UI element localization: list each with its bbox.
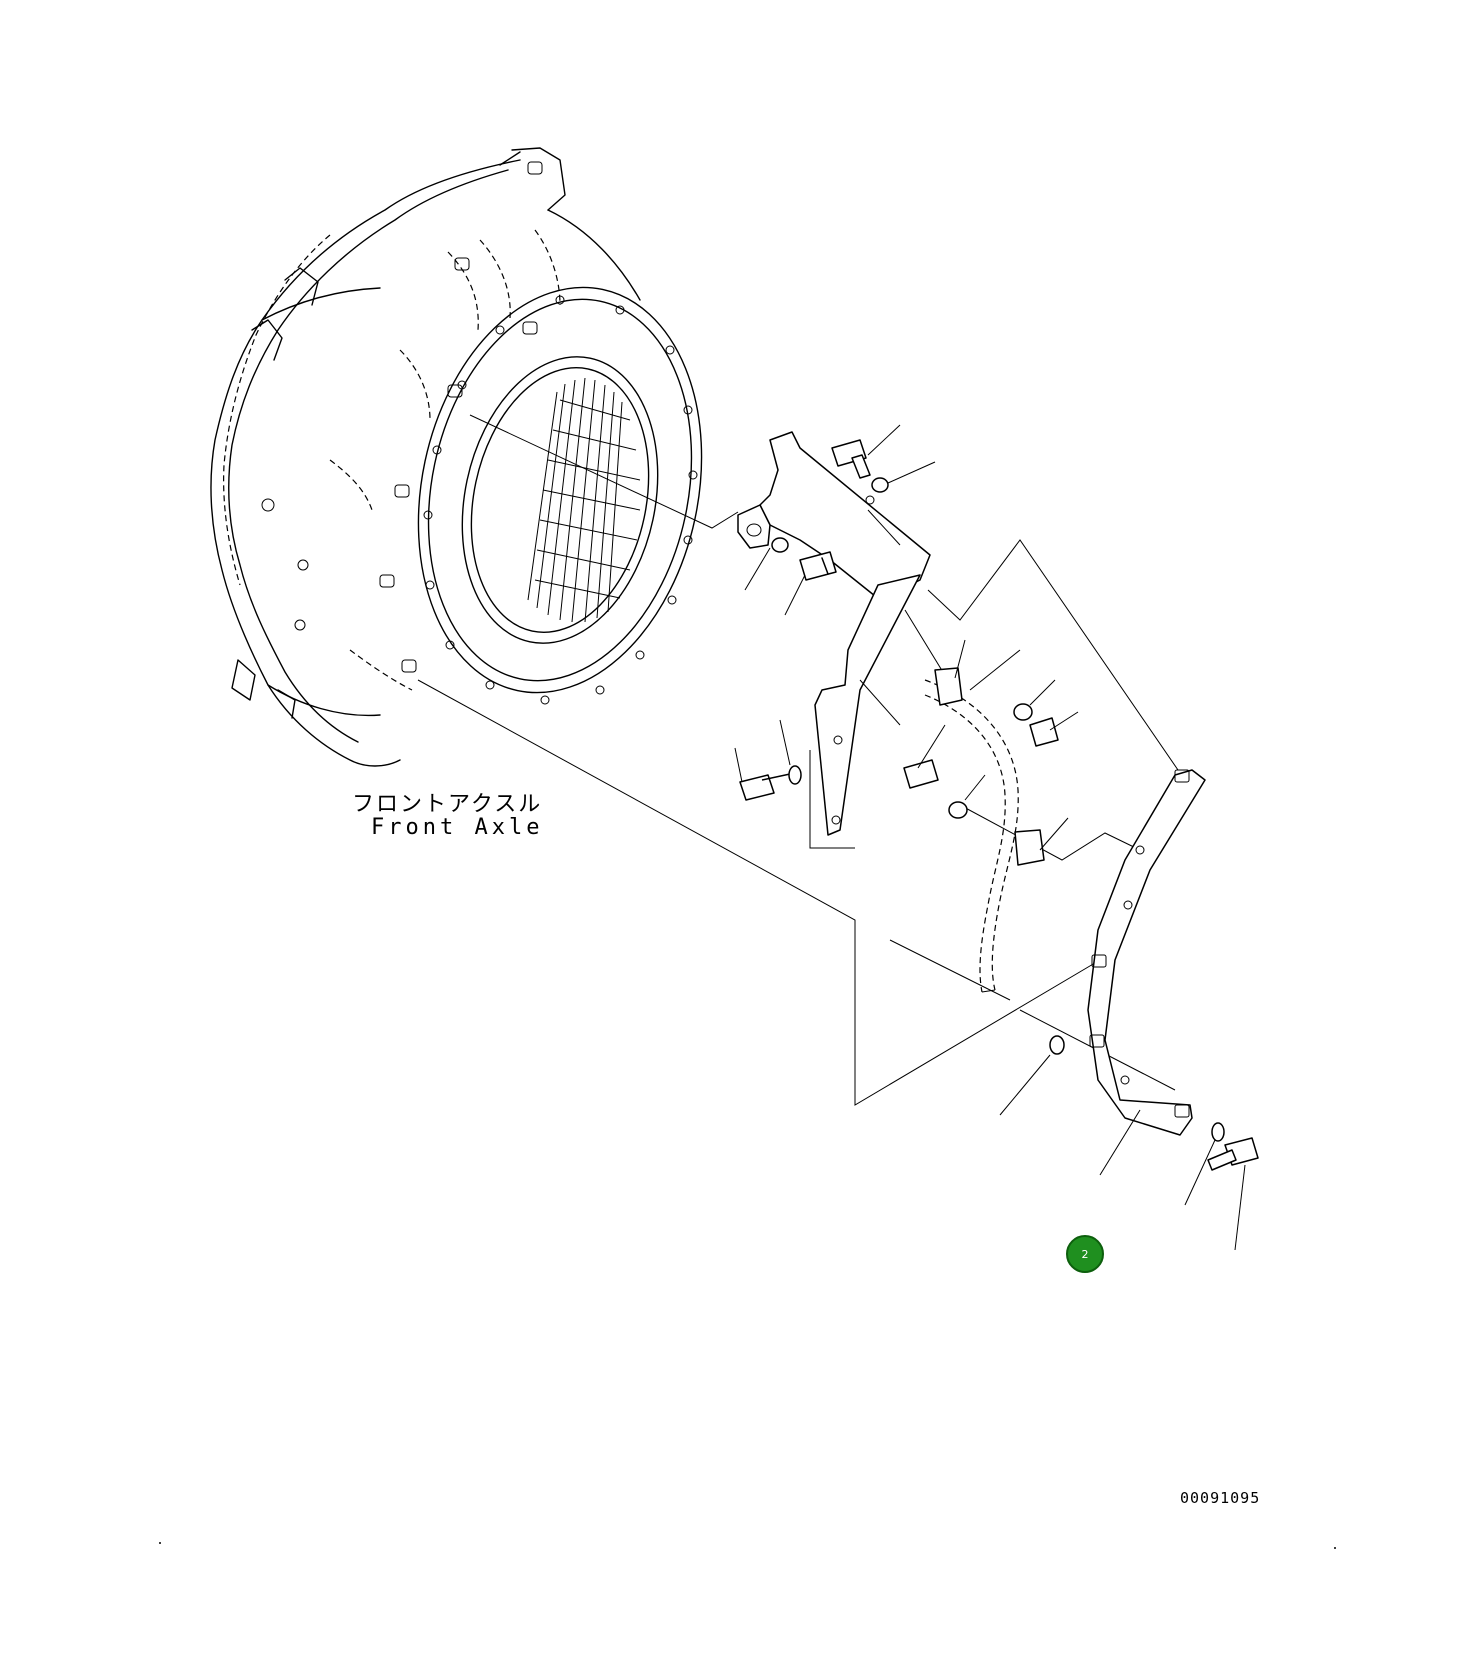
- bolt-3: [739, 773, 791, 801]
- washers: [771, 477, 1225, 1142]
- bolt-4: [903, 759, 939, 789]
- front-axle-label-japanese: フロントアクスル: [352, 792, 543, 817]
- callout-leaders: [734, 424, 1246, 1251]
- bolts: [739, 439, 1259, 1171]
- front-axle-label-english: Front Axle: [371, 815, 544, 840]
- bolt-5: [1029, 717, 1059, 747]
- callout-marker-2[interactable]: 2: [1066, 1235, 1104, 1273]
- corner-mark-right: [1334, 1547, 1336, 1549]
- corner-mark-left: [159, 1542, 161, 1544]
- bearing-rollers: [527, 377, 641, 623]
- lower-curved-bracket: [1087, 769, 1206, 1136]
- drawing-number: 00091095: [1180, 1489, 1261, 1507]
- upper-bracket: [737, 431, 931, 836]
- bolt-2: [799, 551, 837, 581]
- callout-number: 2: [1081, 1247, 1089, 1261]
- bolt-6: [1207, 1137, 1259, 1171]
- front-axle-housing: [210, 147, 703, 767]
- bolt-1: [831, 439, 871, 479]
- flange-bolt-holes: [423, 295, 698, 705]
